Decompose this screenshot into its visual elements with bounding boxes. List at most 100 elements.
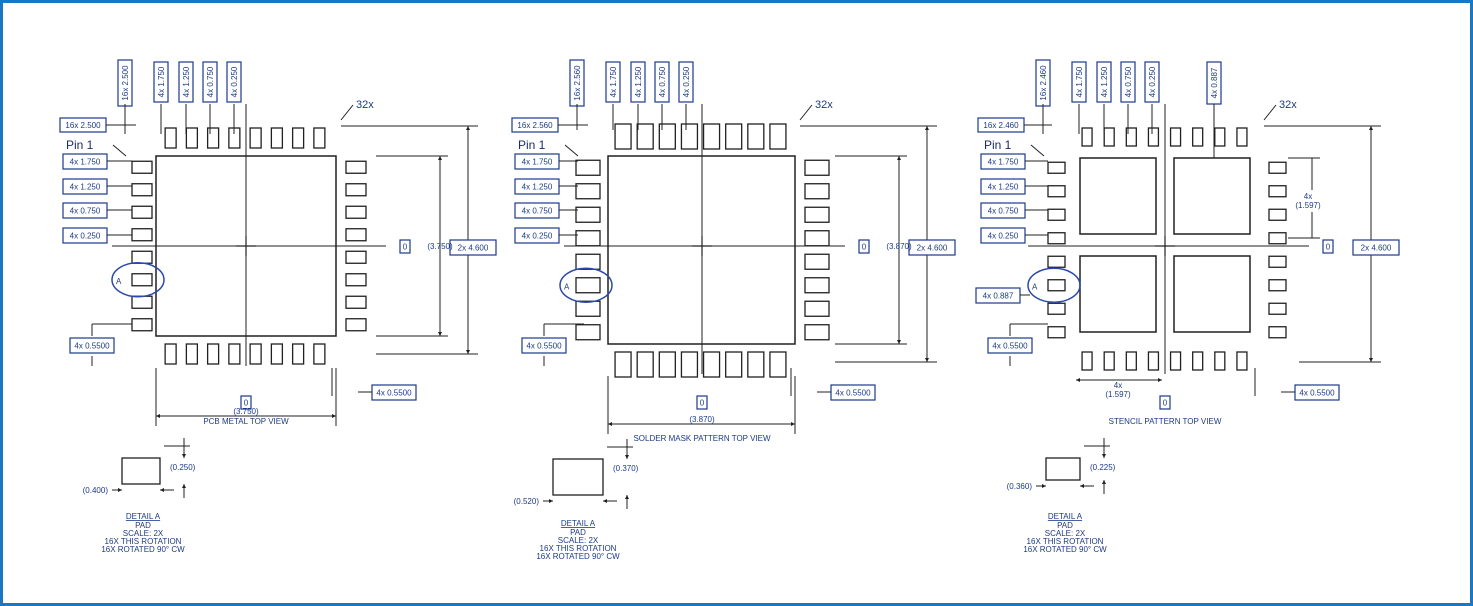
width-arrow xyxy=(332,414,336,418)
side-extra-dim-label: 4x 0.887 xyxy=(983,292,1014,301)
overall-arrow xyxy=(466,350,470,354)
top-pad xyxy=(725,123,743,150)
right-pad xyxy=(345,318,367,332)
left-pad xyxy=(131,318,153,332)
detail-note: SCALE: 2X xyxy=(1045,529,1086,538)
detail-arrow xyxy=(549,499,553,503)
top-dim-label: 4x 0.250 xyxy=(230,66,239,97)
pin1-label: Pin 1 xyxy=(984,138,1012,152)
quad-dim-label: (1.597) xyxy=(1105,390,1131,399)
left-pad xyxy=(575,324,601,341)
height-dim-label: (3.870) xyxy=(886,242,912,251)
detail-note: 16X THIS ROTATION xyxy=(105,537,182,546)
left-pad xyxy=(1047,302,1066,315)
bottom-pad xyxy=(614,351,632,378)
top-pad xyxy=(1125,127,1137,147)
detail-pad xyxy=(1045,457,1081,481)
top-pad xyxy=(680,123,699,150)
detail-dim-h: (0.225) xyxy=(1090,463,1116,472)
overall-arrow xyxy=(1369,358,1373,362)
left-pad xyxy=(131,228,153,242)
right-pad xyxy=(804,277,830,294)
detail-a-callout xyxy=(559,267,613,303)
bottom-pad xyxy=(1169,351,1182,371)
right-pad xyxy=(804,230,830,247)
left-dim-label: 4x 0.250 xyxy=(522,232,553,241)
quad-dim-label: 4x xyxy=(1114,381,1122,390)
overall-arrow xyxy=(1369,126,1373,130)
bottom-pad xyxy=(636,351,654,378)
left-pad xyxy=(575,277,601,294)
left-pad xyxy=(131,273,153,287)
detail-arrow xyxy=(1080,484,1084,488)
pad-count: 32x xyxy=(1279,99,1297,111)
left-pad xyxy=(131,250,153,264)
top-pad xyxy=(249,127,262,149)
top-pad xyxy=(1214,127,1226,147)
left-dim-label: 4x 0.750 xyxy=(522,207,553,216)
width-arrow xyxy=(608,422,612,426)
bottom-pad xyxy=(680,351,699,378)
bottom-pad xyxy=(1214,351,1226,371)
top-pad xyxy=(1081,127,1093,147)
right-pad xyxy=(804,183,830,200)
detail-a-callout xyxy=(1027,267,1081,303)
stencil-quadrant xyxy=(1173,157,1251,235)
top-pad xyxy=(769,123,787,150)
width-arrow xyxy=(156,414,160,418)
detail-dim-w: (0.520) xyxy=(514,497,540,506)
row-dim-label: 16x 2.460 xyxy=(983,121,1019,130)
right-pad xyxy=(804,253,830,270)
left-pad xyxy=(1047,326,1066,339)
right-pad xyxy=(345,183,367,197)
left-dim-label: 4x 0.250 xyxy=(988,232,1019,241)
quad-dim-label-right: (1.597) xyxy=(1295,201,1321,210)
zero-y-label-box xyxy=(696,395,708,410)
right-pad xyxy=(804,324,830,341)
overall-dim-label: 2x 4.600 xyxy=(458,244,489,253)
overall-arrow xyxy=(925,358,929,362)
top-dim-label-box xyxy=(178,61,194,103)
top-dim-label: 16x 2.500 xyxy=(121,65,130,101)
count-leader xyxy=(340,104,354,121)
pitch-dim-label-box xyxy=(69,337,115,354)
quad-arrow xyxy=(1076,378,1080,382)
row-dim-label: 16x 2.560 xyxy=(517,121,553,130)
left-pad xyxy=(131,160,153,174)
top-pad xyxy=(1169,127,1182,147)
quad-arrow xyxy=(1158,378,1162,382)
right-pad xyxy=(1268,161,1287,174)
top-pad xyxy=(1103,127,1115,147)
zero-y-label-box xyxy=(1159,395,1171,410)
overall-arrow xyxy=(925,126,929,130)
detail-marker: A xyxy=(116,277,122,286)
detail-dim-w: (0.360) xyxy=(1007,482,1033,491)
detail-note: PAD xyxy=(135,521,151,530)
top-dim-label: 4x 1.250 xyxy=(182,66,191,97)
view-caption: SOLDER MASK PATTERN TOP VIEW xyxy=(633,434,771,443)
zero-x-label-box xyxy=(858,239,870,254)
right-pad xyxy=(345,295,367,309)
detail-marker: A xyxy=(1032,282,1038,291)
stencil-quadrant xyxy=(1079,255,1157,333)
zero-y-label: 0 xyxy=(244,399,249,408)
detail-arrow xyxy=(182,484,186,488)
right-pad xyxy=(804,159,830,176)
detail-note: PAD xyxy=(570,528,586,537)
detail-dim-h: (0.250) xyxy=(170,463,196,472)
height-arrow xyxy=(897,156,901,160)
height-arrow xyxy=(897,340,901,344)
pitch-dim-label-box xyxy=(521,337,567,354)
left-pad xyxy=(1047,208,1066,221)
bottom-pad xyxy=(725,351,743,378)
zero-x-label: 0 xyxy=(1326,243,1331,252)
right-pad xyxy=(345,273,367,287)
right-pad xyxy=(1268,302,1287,315)
left-pad xyxy=(1047,255,1066,268)
detail-note: PAD xyxy=(1057,521,1073,530)
top-dim-label: 4x 1.250 xyxy=(634,66,643,97)
overall-dim-label-box xyxy=(1352,239,1400,256)
